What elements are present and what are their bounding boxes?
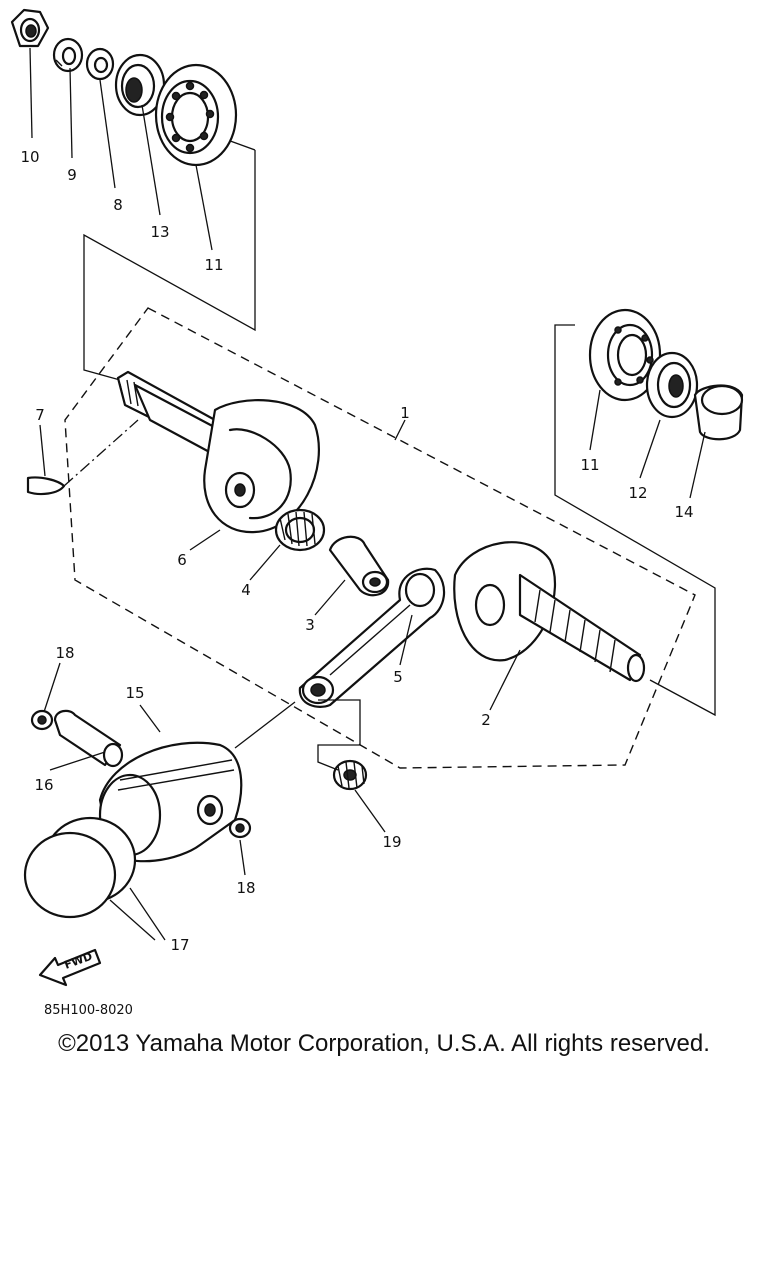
callout-8: 8 [113,196,123,214]
callout-11-right: 11 [580,456,599,474]
callout-6: 6 [177,551,187,569]
spacer-collar-part [693,384,744,441]
callout-13: 13 [150,223,169,241]
piston-pin-clip-left-part [30,709,54,731]
callout-9: 9 [67,166,77,184]
callout-11-top: 11 [204,256,223,274]
callout-18-right: 18 [236,879,255,897]
fwd-arrow-icon: FWD [38,948,102,987]
callout-12: 12 [628,484,647,502]
rod-to-small-end-bearing-line [317,699,361,771]
needle-bearing-part [274,508,326,552]
piston-rings-part [23,816,137,919]
nut-part [10,8,50,48]
callout-1: 1 [400,404,410,422]
callout-7: 7 [35,406,45,424]
callout-15: 15 [125,684,144,702]
diagram-code: 85H100-8020 [44,1003,133,1018]
key-to-shaft-line [63,419,139,487]
callout-10: 10 [20,148,39,166]
copyright-notice: ©2013 Yamaha Motor Corporation, U.S.A. A… [58,1030,710,1057]
lock-washer-part [52,37,84,73]
callout-3: 3 [305,616,315,634]
woodruff-key-part [26,476,66,496]
right-bearing-group-bracket [554,324,716,717]
crankshaft-assembly-outline [64,307,696,769]
connecting-rod-part [298,567,446,708]
callout-19: 19 [382,833,401,851]
left-bearing-group-bracket [83,150,256,381]
oil-seal-part [114,53,166,117]
piston-part [98,741,243,863]
crank-right-half-part [453,541,646,683]
callout-16: 16 [34,776,53,794]
right-oil-seal-part [645,351,699,419]
piston-pin-part [53,709,124,768]
callout-5: 5 [393,668,403,686]
piston-pin-clip-right-part [228,817,252,839]
piston-to-rod-line [234,701,296,749]
callout-18-left: 18 [55,644,74,662]
callout-4: 4 [241,581,251,599]
crank-left-half-part [116,370,320,534]
callout-17: 17 [170,936,189,954]
crank-bearing-top-part [154,63,238,167]
callout-2: 2 [481,711,491,729]
callout-14: 14 [674,503,693,521]
crank-pin-part [328,535,390,597]
crank-bearing-right-part [588,308,662,402]
small-end-bearing-part [332,759,368,791]
plain-washer-part [85,47,115,81]
